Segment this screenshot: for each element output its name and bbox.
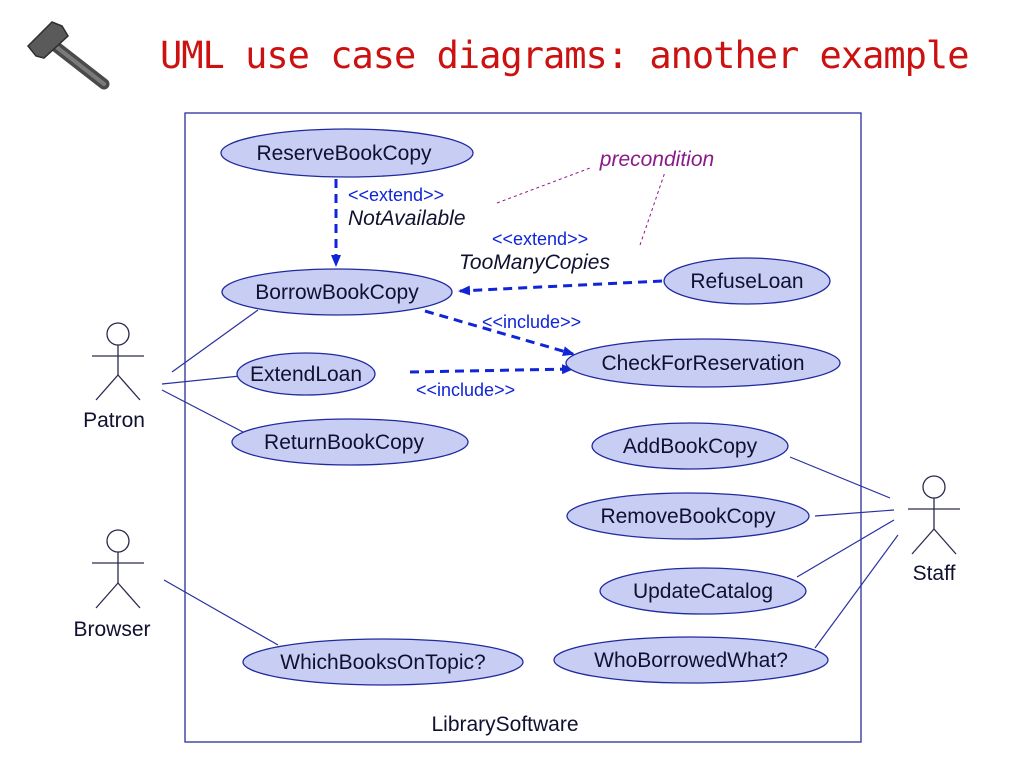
svg-text:RemoveBookCopy: RemoveBookCopy — [600, 505, 776, 528]
svg-text:WhoBorrowedWhat?: WhoBorrowedWhat? — [594, 649, 788, 672]
association-staff-whoborrowed — [814, 534, 899, 649]
extend-stereotype-1: <<extend>> — [348, 185, 444, 205]
association-patron-return — [161, 389, 244, 433]
include-stereotype-1: <<include>> — [482, 312, 581, 332]
svg-text:UpdateCatalog: UpdateCatalog — [633, 580, 773, 603]
use-case-borrow-book-copy: BorrowBookCopy — [221, 268, 453, 316]
svg-text:ReturnBookCopy: ReturnBookCopy — [264, 431, 424, 454]
extend-condition-notavailable: NotAvailable — [348, 207, 466, 230]
actor-staff: Staff — [908, 475, 960, 585]
note-link-toomanycopies — [639, 171, 666, 246]
note-link-notavailable — [496, 167, 591, 204]
actor-browser: Browser — [73, 529, 151, 641]
actor-patron-label: Patron — [83, 409, 145, 432]
svg-text:WhichBooksOnTopic?: WhichBooksOnTopic? — [280, 651, 485, 674]
use-case-reserve-book-copy: ReserveBookCopy — [220, 128, 474, 178]
slide-title: UML use case diagrams: another example — [160, 34, 969, 77]
svg-text:ReserveBookCopy: ReserveBookCopy — [256, 142, 432, 165]
include-arrow-borrow-to-check — [424, 309, 575, 357]
svg-text:RefuseLoan: RefuseLoan — [690, 270, 803, 293]
use-case-check-for-reservation: CheckForReservation — [565, 338, 841, 388]
actor-browser-label: Browser — [73, 618, 150, 641]
association-patron-borrow — [171, 309, 259, 373]
association-staff-remove — [814, 509, 895, 517]
system-boundary — [184, 112, 862, 743]
actor-patron: Patron — [83, 322, 145, 432]
use-case-refuse-loan: RefuseLoan — [663, 257, 831, 305]
svg-text:ExtendLoan: ExtendLoan — [250, 363, 362, 386]
system-name: LibrarySoftware — [431, 713, 578, 736]
use-case-extend-loan: ExtendLoan — [236, 352, 376, 396]
use-case-add-book-copy: AddBookCopy — [591, 422, 789, 470]
use-case-which-books-on-topic: WhichBooksOnTopic? — [242, 638, 524, 686]
extend-condition-toomanycopies: TooManyCopies — [459, 251, 610, 274]
association-staff-update — [796, 519, 895, 578]
use-case-who-borrowed-what: WhoBorrowedWhat? — [553, 636, 829, 684]
svg-text:CheckForReservation: CheckForReservation — [601, 352, 804, 375]
extend-arrow-refuse-to-borrow — [458, 279, 663, 296]
include-arrow-extend-to-check — [409, 364, 574, 375]
actor-staff-label: Staff — [913, 562, 956, 585]
use-case-return-book-copy: ReturnBookCopy — [231, 418, 469, 466]
include-stereotype-2: <<include>> — [416, 380, 515, 400]
svg-text:AddBookCopy: AddBookCopy — [623, 435, 758, 458]
association-patron-extend — [161, 375, 241, 385]
precondition-note: precondition — [599, 148, 714, 171]
svg-text:BorrowBookCopy: BorrowBookCopy — [255, 281, 419, 304]
association-staff-add — [789, 456, 891, 499]
extend-stereotype-2: <<extend>> — [492, 229, 588, 249]
association-browser-whichbooks — [163, 579, 279, 646]
use-case-update-catalog: UpdateCatalog — [599, 567, 807, 615]
use-case-remove-book-copy: RemoveBookCopy — [566, 492, 810, 540]
hammer-icon — [26, 21, 110, 90]
